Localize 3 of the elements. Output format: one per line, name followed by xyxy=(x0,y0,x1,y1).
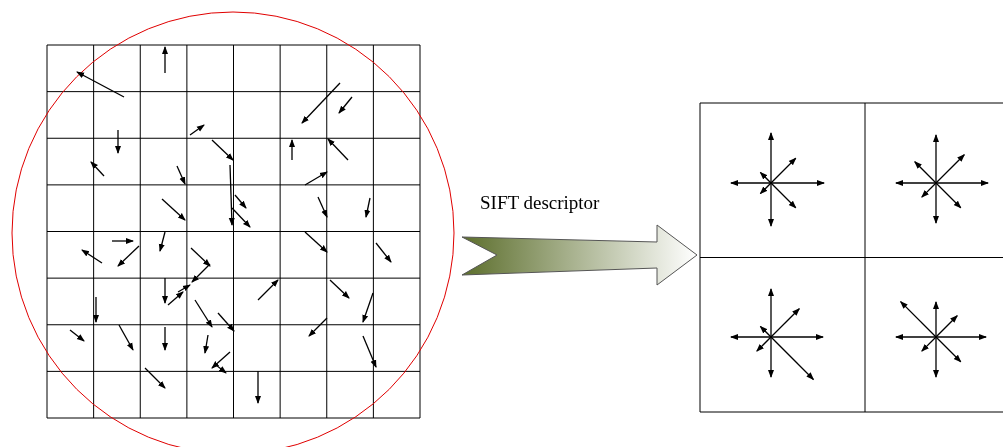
histogram-grid-drawing xyxy=(699,102,1003,413)
block-arrow xyxy=(461,224,698,286)
edge-label: SIFT descriptor xyxy=(480,192,600,214)
